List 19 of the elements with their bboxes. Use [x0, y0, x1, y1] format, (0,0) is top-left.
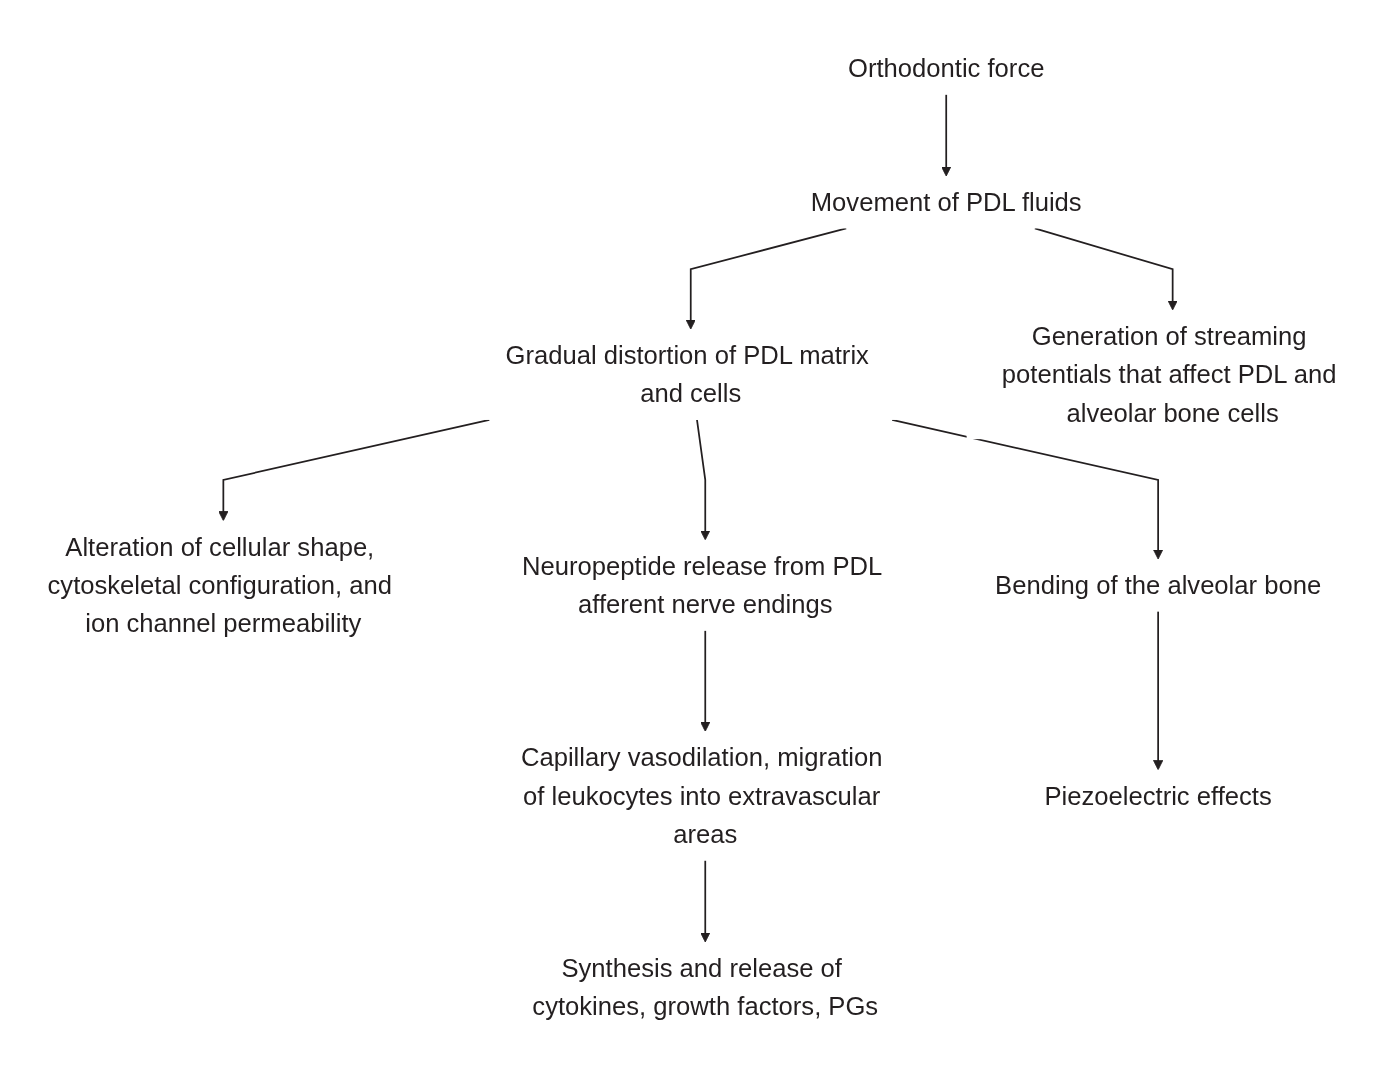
arrow	[700, 859, 711, 943]
arrow	[1033, 227, 1178, 311]
node-text: Piezoelectric effects	[1044, 781, 1272, 811]
arrow	[685, 227, 848, 330]
node-text: Generation of streaming potentials that affect PDL and alveolar bone cells	[1001, 321, 1337, 428]
arrow	[700, 629, 711, 732]
node-text: Synthesis and release of cytokines, growth factors, PGs	[532, 953, 879, 1022]
arrow	[891, 419, 1164, 560]
node-text: Orthodontic force	[848, 53, 1045, 83]
node-text: Alteration of cellular shape, cytoskeletal configuration, and ion channel permeability	[47, 532, 393, 639]
arrow	[1153, 610, 1164, 771]
node-text: Gradual distortion of PDL matrix and cells	[505, 340, 869, 409]
node-text: Neuropeptide release from PDL afferent nerve endings	[522, 551, 882, 619]
node-text: Movement of PDL fluids	[810, 187, 1082, 217]
arrow	[218, 419, 491, 522]
node-text: Bending of the alveolar bone	[995, 570, 1322, 600]
arrow	[696, 419, 711, 541]
arrow	[941, 93, 952, 177]
node-text: Capillary vasodilation, migration of leukocytes into extravascular areas	[520, 742, 883, 849]
